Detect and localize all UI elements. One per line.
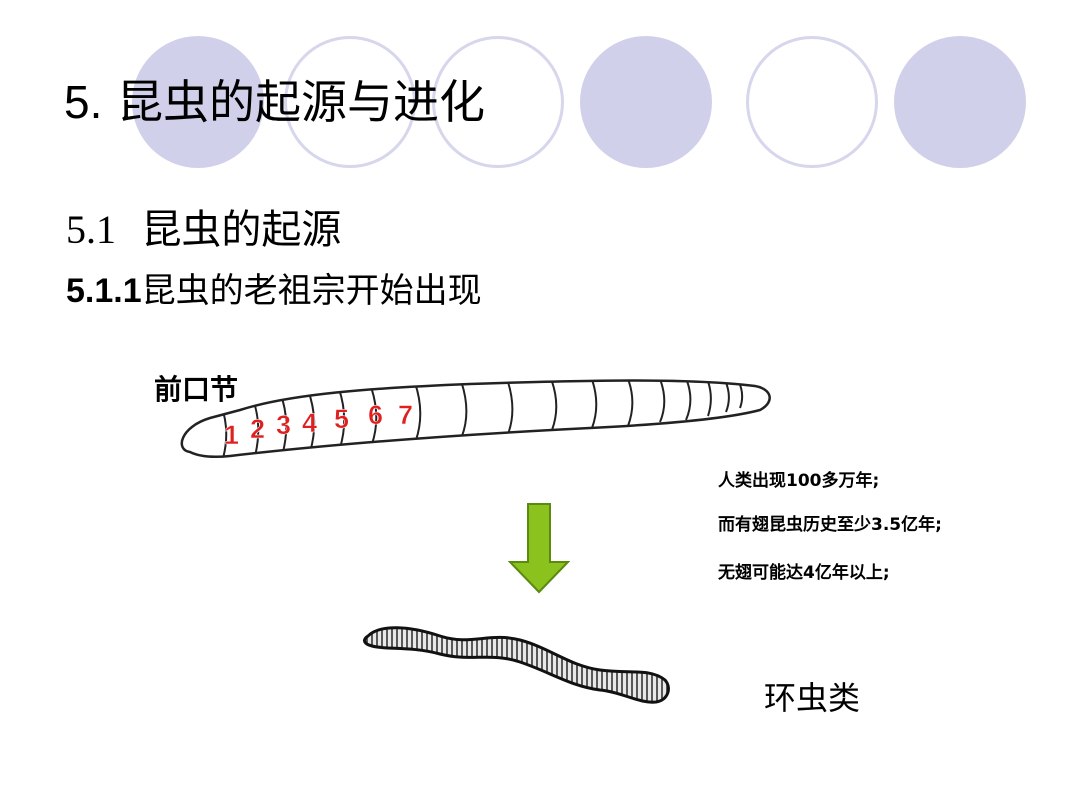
fact-item: 而有翅昆虫历史至少3.5亿年; bbox=[718, 515, 942, 535]
decorative-circle bbox=[132, 36, 264, 168]
decorative-circle bbox=[894, 36, 1026, 168]
segment-number: 4 bbox=[302, 408, 317, 438]
segment-number: 6 bbox=[368, 400, 383, 430]
decorative-circle bbox=[746, 36, 878, 168]
segment-number: 7 bbox=[398, 400, 413, 430]
fact-item: 无翅可能达4亿年以上; bbox=[718, 563, 890, 583]
subsection-heading: 5.1.1昆虫的老祖宗开始出现 bbox=[66, 268, 482, 314]
segment-number: 3 bbox=[276, 410, 291, 440]
decorative-circle bbox=[580, 36, 712, 168]
segment-numbers: 1 2 3 4 5 6 7 bbox=[224, 400, 414, 451]
page-title: 5. 昆虫的起源与进化 bbox=[64, 72, 485, 132]
subsection-text: 昆虫的老祖宗开始出现 bbox=[141, 271, 482, 311]
segment-number: 5 bbox=[334, 404, 349, 434]
annelid-label: 环虫类 bbox=[764, 679, 861, 717]
segment-number: 2 bbox=[250, 414, 265, 444]
decorative-circle bbox=[432, 36, 564, 168]
larva-illustration bbox=[180, 379, 771, 459]
segment-number: 1 bbox=[224, 420, 239, 450]
decorative-circle bbox=[284, 36, 416, 168]
section-heading: 5.1 昆虫的起源 bbox=[66, 204, 341, 256]
subsection-number: 5.1.1 bbox=[66, 272, 142, 310]
section-number: 5.1 bbox=[66, 207, 116, 252]
down-arrow-icon bbox=[508, 503, 570, 594]
fact-item: 人类出现100多万年; bbox=[718, 471, 880, 491]
title-text: 昆虫的起源与进化 bbox=[117, 75, 485, 129]
title-number: 5. bbox=[64, 76, 103, 128]
prostomium-label: 前口节 bbox=[154, 373, 239, 406]
earthworm-illustration bbox=[363, 626, 670, 704]
section-text: 昆虫的起源 bbox=[141, 207, 342, 253]
